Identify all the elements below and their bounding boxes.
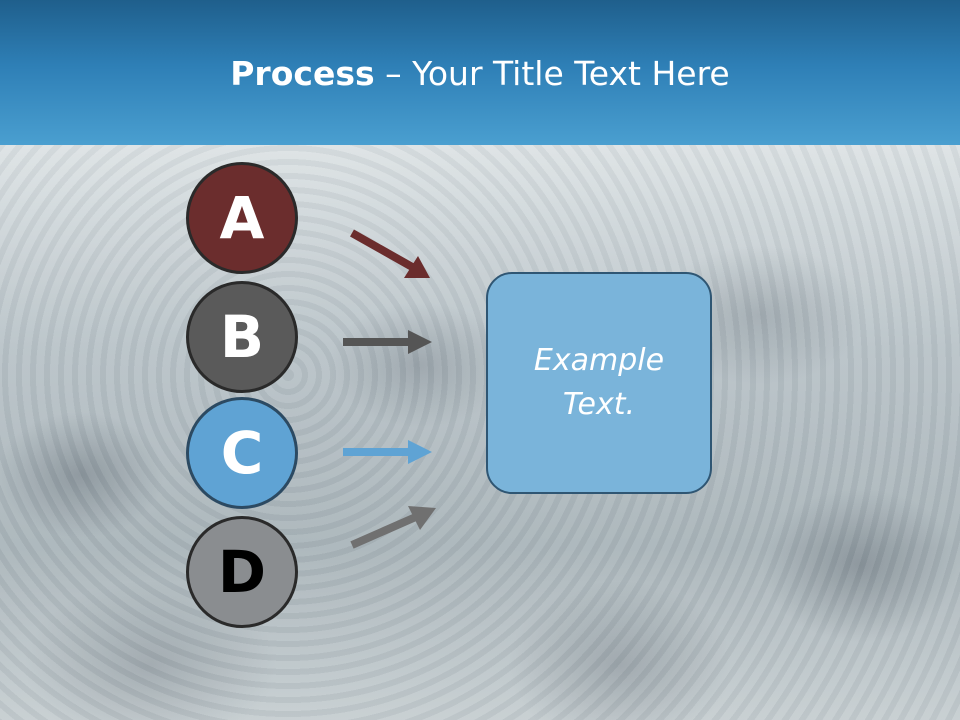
arrow-a	[350, 229, 430, 278]
step-a-label: A	[219, 184, 265, 252]
step-d-label: D	[217, 538, 267, 606]
background-photo	[0, 145, 960, 720]
example-text-box: Example Text.	[486, 272, 712, 494]
slide-title: Process – Your Title Text Here	[0, 52, 960, 96]
example-text: Example Text.	[533, 343, 665, 422]
step-b-circle: B	[186, 281, 298, 393]
arrow-b	[343, 330, 432, 354]
arrow-d	[350, 506, 436, 549]
step-d-circle: D	[186, 516, 298, 628]
step-c-label: C	[220, 419, 264, 487]
arrow-c	[343, 440, 432, 464]
step-b-label: B	[219, 303, 265, 371]
title-bold: Process	[230, 54, 375, 93]
step-c-circle: C	[186, 397, 298, 509]
step-a-circle: A	[186, 162, 298, 274]
title-rest: – Your Title Text Here	[374, 54, 730, 93]
title-bar: Process – Your Title Text Here	[0, 0, 960, 145]
